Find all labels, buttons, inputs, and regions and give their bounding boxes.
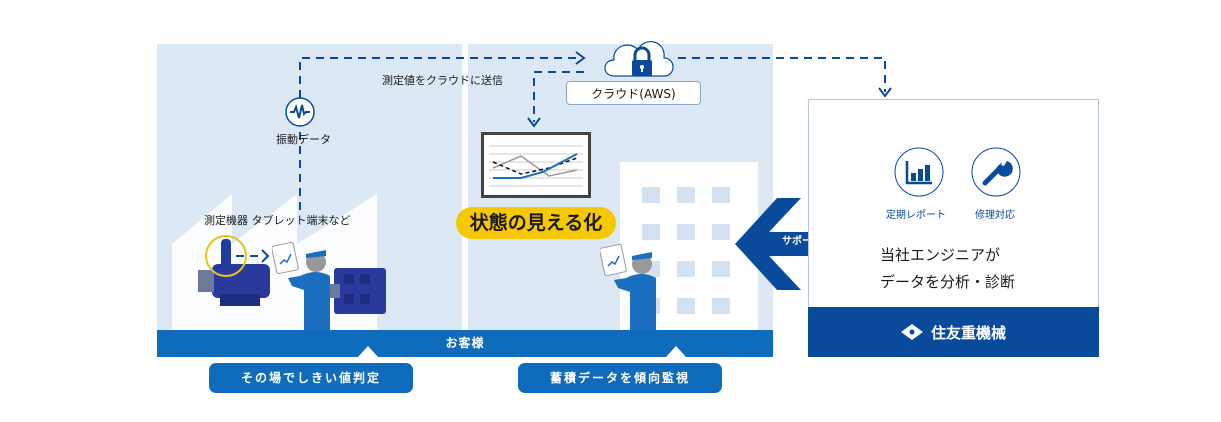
engineer-text-line1: 当社エンジニアが bbox=[880, 246, 1001, 264]
brand-logo: 住友重機械 bbox=[808, 307, 1099, 357]
customer-band-label: お客様 bbox=[445, 336, 485, 350]
engineer-analysis-text: 当社エンジニアが データを分析・診断 bbox=[880, 242, 1015, 296]
send-to-cloud-label: 測定値をクラウドに送信 bbox=[382, 74, 503, 87]
vibration-data-label: 振動データ bbox=[276, 133, 331, 146]
wrench-icon bbox=[971, 147, 1021, 201]
brand-mark-icon bbox=[900, 324, 923, 340]
gear-motor-with-sensor bbox=[190, 234, 280, 318]
repair-service-label: 修理対応 bbox=[975, 210, 1015, 221]
bar-chart-icon bbox=[894, 147, 944, 201]
support-arrow-icon bbox=[735, 198, 835, 290]
callout-trend-monitoring: 蓄積データを傾向監視 bbox=[518, 363, 722, 393]
callout-threshold-judgement: その場でしきい値判定 bbox=[209, 363, 413, 393]
visualization-badge: 状態の見える化 bbox=[456, 207, 616, 239]
periodic-report-label: 定期レポート bbox=[886, 210, 946, 221]
vibration-icon bbox=[284, 96, 316, 132]
cloud-lock-icon bbox=[600, 32, 680, 86]
engineer-text-line2: データを分析・診断 bbox=[880, 273, 1016, 291]
brand-footer bbox=[808, 307, 1099, 357]
monitor-chart-icon bbox=[481, 132, 591, 202]
gearbox-icon bbox=[330, 262, 390, 324]
worker-with-tablet-middle bbox=[599, 242, 670, 336]
support-arrow-label: サポート bbox=[782, 236, 822, 247]
cloud-aws-label: クラウド(AWS) bbox=[566, 81, 701, 105]
worker-with-tablet-left bbox=[271, 240, 342, 336]
devices-label: 測定機器 タブレット端末など bbox=[204, 214, 351, 227]
brand-name: 住友重機械 bbox=[930, 323, 1006, 342]
